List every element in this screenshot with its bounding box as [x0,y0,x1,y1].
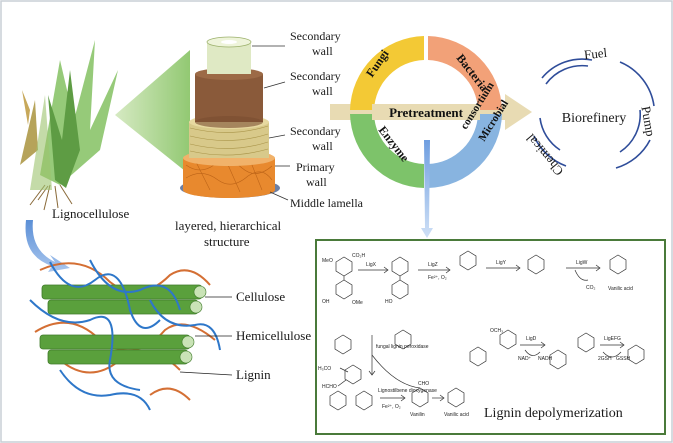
segment-enzyme [350,114,424,188]
plant-illustration [20,40,118,211]
down-curve-arrow [25,220,70,272]
biorefinery-label: Biorefinery [562,111,627,126]
cofactor-2gsh: 2GSH [598,356,612,362]
cofactor-gssh: GSSH [616,356,631,362]
enzyme-ligy: LigY [496,260,507,266]
fiber-leader-lines [179,296,233,376]
depolymerization-panel [315,239,666,435]
enzyme-ligefg: LigEFG [604,336,621,342]
depolymerization-title: Lignin depolymerization [484,406,623,421]
cellulose-label: Cellulose [236,289,285,304]
group-meo: MeO [322,258,333,264]
note-fungal-peroxidase: fungal lignin peroxidase [376,344,429,350]
structure-caption-2: structure [204,234,250,249]
lignin-label: Lignin [236,367,271,382]
layer-secondary-2 [195,74,263,122]
layer-label-2b: wall [312,84,333,98]
note-hcho: HCHO [322,384,337,390]
product-vanilic-acid-2: Vanilic acid [444,412,469,418]
group-cho: CHO [418,381,429,387]
hemicellulose-label: Hemicellulose [236,328,311,343]
group-och3: OCH₃ [490,328,503,334]
layer-label-3b: wall [312,139,333,153]
group-co2h: CO₂H [352,253,365,259]
cell-wall-stack [180,36,280,198]
fiber-bundle [29,259,221,411]
group-ome: OMe [352,300,363,306]
product-vanilin: Vanilin [410,412,425,418]
pretreatment-label: Pretreatment [389,105,464,120]
layer-label-3a: Secondary [290,124,341,138]
segment-fungi [350,36,424,110]
group-oh: OH [322,299,330,305]
segment-microbial [428,114,502,188]
layer-label-5: Middle lamella [290,196,364,210]
pump-label: Pump [638,105,658,137]
group-ho: HO [385,299,393,305]
cofactor-fe-o2: Fe²⁺, O₂ [428,275,447,281]
segment-bacteria [428,36,502,110]
depolymerization-arrow [421,140,433,238]
wall-leader-lines [252,45,290,201]
enzyme-ligd: LigD [526,336,537,342]
cofactor-co2: CO₂ [586,285,596,291]
fuel-label: Fuel [583,45,608,62]
layer-label-1a: Secondary [290,29,341,43]
cofactor-fe-o2-2: Fe²⁺, O₂ [382,404,401,410]
chemical-label: Chemical [523,131,567,179]
pretreatment-band [372,104,480,120]
enzyme-ligx: LigX [366,262,377,268]
chemical-structures [329,250,645,411]
note-lignostilbene: Lignostilbene dioxygenase [378,388,437,394]
enzyme-ligz: LigZ [428,262,438,268]
cofactor-nad: NAD⁺ [518,356,532,362]
product-vanilic-acid-1: Vanilic acid [608,286,633,292]
layer-label-1b: wall [312,44,333,58]
structure-caption-1: layered, hierarchical [175,218,281,233]
chemistry-annotations: MeO CO₂H OH OMe HO H₃CO OCH₃ CHO LigX Li… [318,253,633,418]
group-h3co: H₃CO [318,366,331,372]
lignocellulose-label: Lignocellulose [52,206,129,221]
cofactor-nadh: NADH [538,356,553,362]
enzyme-ligw: LigW [576,260,588,266]
layer-label-4a: Primary [296,160,335,174]
plant-to-wall-fan [115,50,190,175]
layer-label-4b: wall [306,175,327,189]
layer-label-2a: Secondary [290,69,341,83]
biorefinery-rings [533,58,655,169]
